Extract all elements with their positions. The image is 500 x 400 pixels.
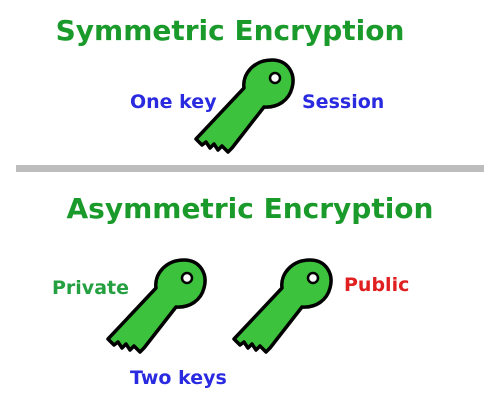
private-label: Private	[52, 277, 129, 299]
public-key-icon	[232, 258, 333, 354]
symmetric-encryption-title: Symmetric Encryption	[55, 14, 405, 47]
asymmetric-encryption-title: Asymmetric Encryption	[66, 192, 434, 225]
two-keys-label: Two keys	[130, 367, 227, 389]
session-label: Session	[302, 91, 385, 113]
one-key-label: One key	[130, 91, 217, 113]
private-key-icon	[106, 258, 207, 354]
section-divider	[16, 165, 484, 172]
public-label: Public	[344, 274, 410, 296]
